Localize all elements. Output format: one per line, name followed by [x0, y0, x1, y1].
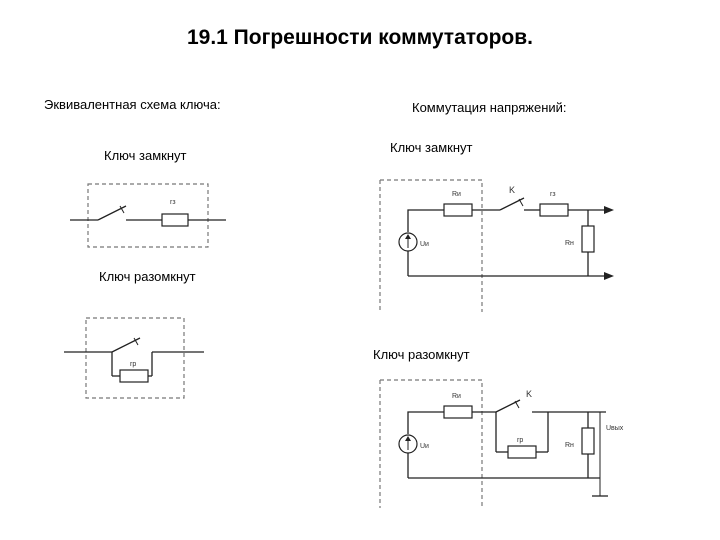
label-ri: Rи	[452, 191, 461, 198]
resistor-ri	[443, 405, 473, 419]
switch-blade	[495, 399, 521, 413]
left-heading: Эквивалентная схема ключа:	[44, 97, 221, 112]
wire	[407, 209, 444, 232]
right-open-label: Ключ разомкнут	[373, 347, 470, 362]
source-arrow-head	[405, 234, 411, 239]
resistor-rz	[161, 213, 189, 227]
label-rz: rз	[170, 199, 176, 206]
source-arrow-head	[405, 436, 411, 441]
output-arrow	[604, 206, 614, 214]
ground-arrow	[604, 272, 614, 280]
left-open-label: Ключ разомкнут	[99, 269, 196, 284]
switch-mark	[119, 205, 125, 214]
page-title: 19.1 Погрешности коммутаторов.	[186, 26, 534, 49]
resistor-rp	[507, 445, 537, 459]
switch-blade	[97, 205, 127, 221]
right-closed-circuit: Rи K rз Rн Uи	[379, 179, 614, 312]
switch-blade	[499, 197, 525, 211]
label-rz: rз	[550, 191, 556, 198]
resistor-rn	[581, 427, 595, 455]
resistor-rn	[581, 225, 595, 253]
label-rn: Rн	[565, 240, 574, 247]
right-open-circuit: Rи K rр Rн Uвых Uи	[379, 379, 624, 508]
label-k: K	[509, 185, 515, 195]
switch-blade	[111, 337, 141, 353]
label-ui: Uи	[420, 443, 429, 450]
label-rp: rр	[130, 361, 136, 368]
right-closed-box	[380, 179, 483, 312]
left-closed-label: Ключ замкнут	[104, 148, 187, 163]
label-k: K	[526, 389, 532, 399]
label-ui: Uи	[420, 241, 429, 248]
label-ri: Rи	[452, 393, 461, 400]
left-closed-circuit: rз	[70, 183, 226, 248]
label-uout: Uвых	[606, 425, 624, 432]
switch-mark	[518, 198, 524, 207]
label-rn: Rн	[565, 442, 574, 449]
right-closed-label: Ключ замкнут	[390, 140, 473, 155]
left-open-circuit: rр	[64, 317, 204, 399]
switch-mark	[133, 337, 139, 346]
resistor-rz	[539, 203, 569, 217]
switch-mark	[514, 400, 520, 409]
resistor-rp	[119, 369, 149, 383]
left-closed-box	[87, 183, 209, 248]
wire	[407, 411, 444, 434]
resistor-ri	[443, 203, 473, 217]
right-heading: Коммутация напряжений:	[412, 100, 567, 115]
left-open-box	[85, 317, 185, 399]
label-rp: rр	[517, 437, 523, 444]
right-open-box	[380, 379, 483, 508]
